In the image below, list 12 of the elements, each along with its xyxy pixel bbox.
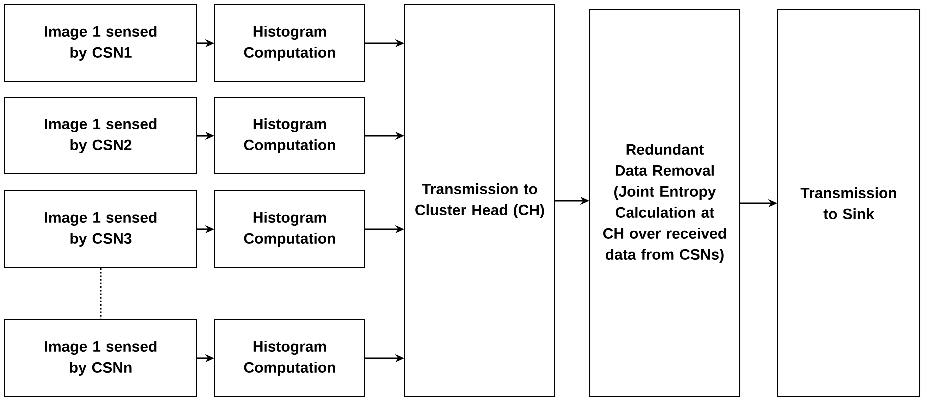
process-box: Image 1 sensed by CSN2 xyxy=(4,98,198,174)
process-box: Histogram Computation xyxy=(214,4,366,82)
process-box: Image 1 sensed by CSN1 xyxy=(4,4,198,82)
process-box: Histogram Computation xyxy=(214,98,366,174)
process-box: Image 1 sensed by CSN3 xyxy=(4,190,198,268)
connector-line xyxy=(100,268,102,320)
process-box: Transmission to Cluster Head (CH) xyxy=(404,4,556,398)
process-box: Image 1 sensed by CSNn xyxy=(4,320,198,398)
process-box: Histogram Computation xyxy=(214,190,366,268)
process-box: Transmission to Sink xyxy=(778,10,920,398)
process-box: Histogram Computation xyxy=(214,320,366,398)
process-box: Redundant Data Removal (Joint Entropy Calculation at CH over received data from CSNs) xyxy=(590,10,740,398)
